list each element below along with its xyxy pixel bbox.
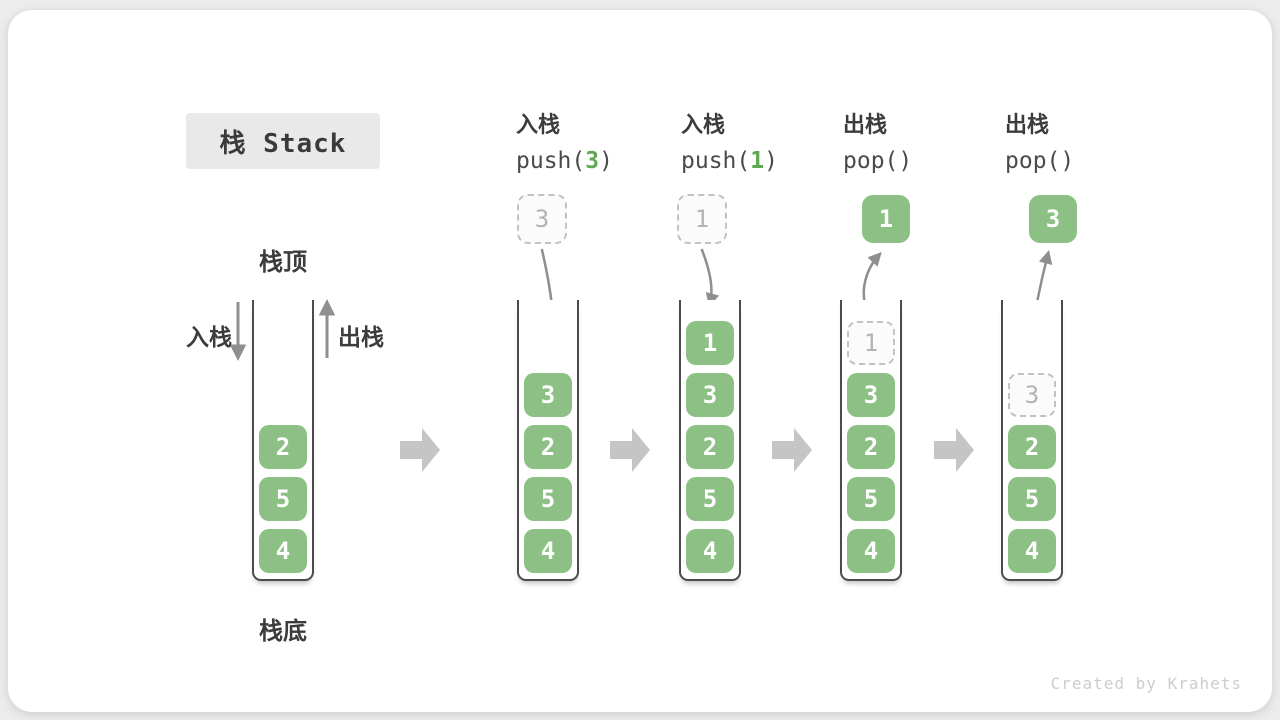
popped-element: 3 [1029, 195, 1077, 243]
stack-cell: 4 [524, 529, 572, 573]
stack-cell: 5 [524, 477, 572, 521]
stack-cell: 4 [847, 529, 895, 573]
stack-cell: 1 [686, 321, 734, 365]
op-code-arg: 1 [750, 148, 765, 174]
op-header-pop-3: 出栈 pop() [1005, 107, 1074, 174]
popped-element: 1 [862, 195, 910, 243]
op-header-pop-1: 出栈 pop() [843, 107, 912, 174]
ghost-cell: 3 [1008, 373, 1056, 417]
pop-side-label: 出栈 [338, 325, 384, 351]
op-label: 出栈 [1005, 113, 1050, 138]
stack-cell: 3 [847, 373, 895, 417]
stack-top-label: 栈顶 [259, 248, 307, 276]
stack-cell: 3 [686, 373, 734, 417]
stack-cell: 2 [524, 425, 572, 469]
title-text: 栈 Stack [219, 128, 347, 159]
stack-cell: 4 [1008, 529, 1056, 573]
stack-cell: 2 [1008, 425, 1056, 469]
stack-cell: 2 [847, 425, 895, 469]
stack-cell: 3 [524, 373, 572, 417]
op-code-arg: 3 [585, 148, 600, 174]
stack-cell: 5 [847, 477, 895, 521]
ghost-cell: 1 [847, 321, 895, 365]
watermark: Created by Krahets [1050, 674, 1242, 693]
stack-cell: 2 [686, 425, 734, 469]
op-code: pop() [843, 148, 913, 174]
op-code: push(3) [516, 148, 613, 174]
stack-bottom-label: 栈底 [259, 617, 307, 645]
stack-cell: 5 [1008, 477, 1056, 521]
stack-cell: 4 [686, 529, 734, 573]
op-header-push-3: 入栈 push(3) [516, 107, 613, 174]
stack-cell: 4 [259, 529, 307, 573]
op-label: 出栈 [843, 113, 888, 138]
pushing-element-ghost: 1 [677, 194, 727, 244]
op-label: 入栈 [516, 113, 561, 138]
op-header-push-1: 入栈 push(1) [681, 107, 778, 174]
op-code: pop() [1005, 148, 1075, 174]
op-code: push(1) [681, 148, 778, 174]
stack-cell: 2 [259, 425, 307, 469]
stack-cell: 5 [686, 477, 734, 521]
op-label: 入栈 [681, 113, 726, 138]
pushing-element-ghost: 3 [517, 194, 567, 244]
title-box: 栈 Stack [186, 113, 380, 169]
stack-cell: 5 [259, 477, 307, 521]
push-side-label: 入栈 [186, 325, 232, 351]
